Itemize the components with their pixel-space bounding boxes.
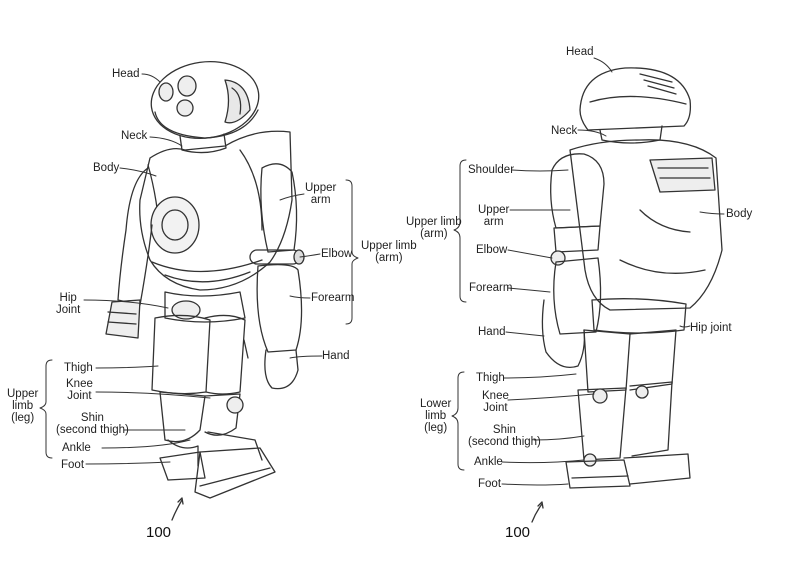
back-head-shape bbox=[580, 68, 690, 130]
front-ref-arrow bbox=[172, 500, 182, 520]
label-neck: Neck bbox=[121, 130, 147, 142]
label-knee-joint: Knee Joint bbox=[66, 378, 93, 402]
label-forearm: Forearm bbox=[311, 292, 354, 304]
label-back-head: Head bbox=[566, 46, 594, 58]
label-back-lower-limb-leg: Lower limb (leg) bbox=[420, 398, 451, 434]
label-back-upper-limb-arm: Upper limb (arm) bbox=[406, 216, 462, 240]
label-back-body: Body bbox=[726, 208, 752, 220]
label-shin: Shin (second thigh) bbox=[56, 412, 129, 436]
back-legs-shape bbox=[566, 299, 690, 488]
label-back-neck: Neck bbox=[551, 125, 577, 137]
back-reference-number: 100 bbox=[505, 524, 530, 541]
label-back-shoulder: Shoulder bbox=[468, 164, 514, 176]
label-elbow: Elbow bbox=[321, 248, 352, 260]
front-legs-shape bbox=[152, 315, 275, 498]
label-thigh: Thigh bbox=[64, 362, 93, 374]
label-back-knee-joint: Knee Joint bbox=[482, 390, 509, 414]
front-torso-shape bbox=[140, 131, 292, 290]
front-robot bbox=[106, 55, 304, 520]
front-right-arm-shape bbox=[244, 164, 304, 389]
label-ankle: Ankle bbox=[62, 442, 91, 454]
label-back-upper-arm: Upper arm bbox=[478, 204, 509, 228]
back-ref-arrow bbox=[532, 504, 542, 522]
label-back-foot: Foot bbox=[478, 478, 501, 490]
label-upper-limb-arm: Upper limb (arm) bbox=[361, 240, 417, 264]
front-leader-lines bbox=[40, 74, 358, 464]
label-foot: Foot bbox=[61, 459, 84, 471]
label-back-shin: Shin (second thigh) bbox=[468, 424, 541, 448]
front-head-shape bbox=[146, 55, 264, 145]
label-back-hand: Hand bbox=[478, 326, 506, 338]
label-hip-joint: Hip Joint bbox=[56, 292, 80, 316]
label-upper-arm: Upper arm bbox=[305, 182, 336, 206]
label-back-hip-joint: Hip joint bbox=[690, 322, 732, 334]
label-back-elbow: Elbow bbox=[476, 244, 507, 256]
label-hand: Hand bbox=[322, 350, 350, 362]
label-head: Head bbox=[112, 68, 140, 80]
label-upper-limb-leg: Upper limb (leg) bbox=[7, 388, 38, 424]
front-reference-number: 100 bbox=[146, 524, 171, 541]
label-back-forearm: Forearm bbox=[469, 282, 512, 294]
label-back-thigh: Thigh bbox=[476, 372, 505, 384]
back-arm-shape bbox=[542, 154, 604, 368]
front-left-arm-shape bbox=[106, 168, 152, 338]
back-leader-lines bbox=[452, 58, 724, 485]
label-back-ankle: Ankle bbox=[474, 456, 503, 468]
back-body-shape bbox=[570, 140, 722, 310]
label-body: Body bbox=[93, 162, 119, 174]
